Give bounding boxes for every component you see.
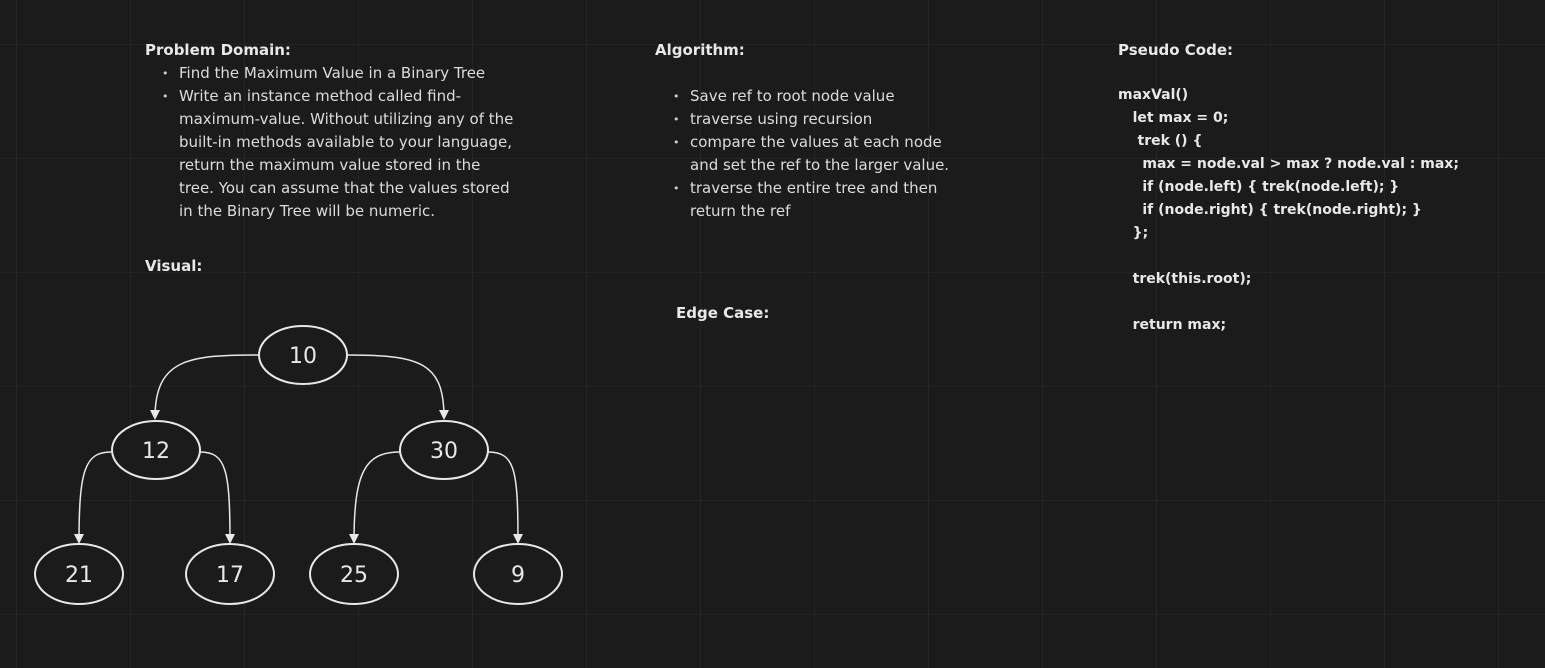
edge-case-heading: Edge Case: bbox=[676, 304, 770, 322]
tree-node-label: 17 bbox=[216, 563, 244, 588]
tree-node: 21 bbox=[34, 543, 124, 605]
tree-node: 10 bbox=[258, 325, 348, 385]
code-line: }; bbox=[1118, 225, 1149, 241]
tree-node: 9 bbox=[473, 543, 563, 605]
algorithm-item: traverse the entire tree and then return… bbox=[673, 177, 963, 223]
code-line: if (node.left) { trek(node.left); } bbox=[1118, 179, 1400, 195]
pseudo-code-heading: Pseudo Code: bbox=[1118, 41, 1233, 59]
algorithm-item: traverse using recursion bbox=[673, 108, 963, 131]
problem-domain-item: Write an instance method called find-max… bbox=[162, 85, 517, 223]
algorithm-heading: Algorithm: bbox=[655, 41, 745, 59]
problem-domain-list: Find the Maximum Value in a Binary Tree … bbox=[162, 62, 517, 223]
tree-node-label: 12 bbox=[142, 439, 170, 464]
tree-node: 17 bbox=[185, 543, 275, 605]
tree-node-label: 25 bbox=[340, 563, 368, 588]
code-line: if (node.right) { trek(node.right); } bbox=[1118, 202, 1422, 218]
visual-heading: Visual: bbox=[145, 257, 203, 275]
tree-node-label: 21 bbox=[65, 563, 93, 588]
tree-edge bbox=[349, 451, 401, 544]
tree-edge bbox=[199, 451, 235, 544]
problem-domain-item: Find the Maximum Value in a Binary Tree bbox=[162, 62, 517, 85]
code-line: let max = 0; bbox=[1118, 110, 1229, 126]
tree-node: 12 bbox=[111, 420, 201, 480]
tree-edge bbox=[150, 354, 260, 420]
tree-node: 25 bbox=[309, 543, 399, 605]
code-line: max = node.val > max ? node.val : max; bbox=[1118, 156, 1459, 172]
code-line: trek () { bbox=[1118, 133, 1203, 149]
algorithm-list: Save ref to root node value traverse usi… bbox=[673, 85, 963, 223]
algorithm-item: Save ref to root node value bbox=[673, 85, 963, 108]
tree-edge bbox=[487, 451, 523, 544]
tree-node: 30 bbox=[399, 420, 489, 480]
pseudo-code-block: maxVal() let max = 0; trek () { max = no… bbox=[1118, 84, 1459, 337]
tree-node-label: 10 bbox=[289, 344, 317, 369]
algorithm-item: compare the values at each node and set … bbox=[673, 131, 963, 177]
tree-node-label: 30 bbox=[430, 439, 458, 464]
problem-domain-heading: Problem Domain: bbox=[145, 41, 291, 59]
code-line: trek(this.root); bbox=[1118, 271, 1252, 287]
code-line: return max; bbox=[1118, 317, 1227, 333]
code-line: maxVal() bbox=[1118, 87, 1189, 103]
tree-node-label: 9 bbox=[511, 563, 525, 588]
tree-edge bbox=[74, 451, 112, 544]
tree-edge bbox=[346, 354, 449, 420]
